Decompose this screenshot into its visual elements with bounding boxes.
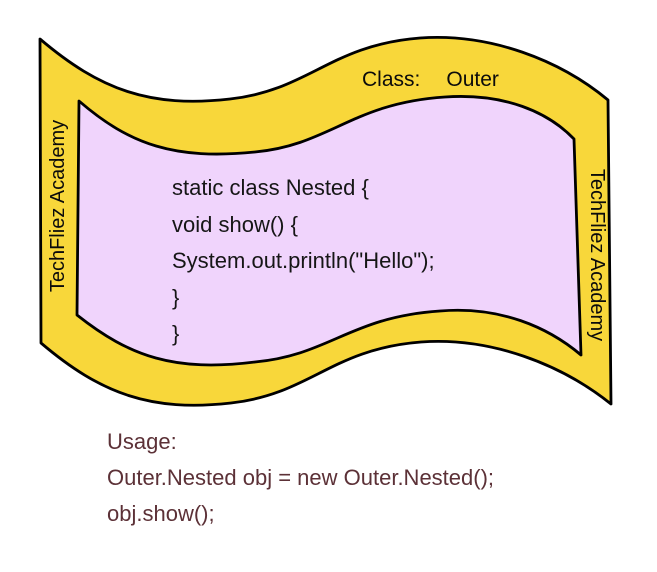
usage-code: Usage: Outer.Nested obj = new Outer.Neste… (107, 424, 494, 532)
text-line: Outer.Nested obj = new Outer.Nested(); (107, 465, 495, 490)
class-title-value: Outer (446, 68, 499, 91)
nested-class-code: static class Nested { void show() { System… (172, 170, 435, 353)
class-title: Class: Outer (362, 67, 499, 93)
text-line: void show() { (172, 211, 298, 237)
inner-panel-shape (75, 95, 583, 367)
text-line: Usage: (107, 429, 177, 454)
watermark-right: TechFliez Academy (586, 168, 608, 342)
text-line: } (172, 321, 180, 346)
text-line: static class Nested { (172, 175, 369, 200)
text-line: System.out.println("Hello"); (172, 248, 435, 273)
text-line: obj.show(); (107, 501, 215, 526)
watermark-left: TechFliez Academy (47, 119, 69, 293)
class-title-prefix: Class: (362, 68, 421, 91)
text-line: } (172, 284, 180, 310)
